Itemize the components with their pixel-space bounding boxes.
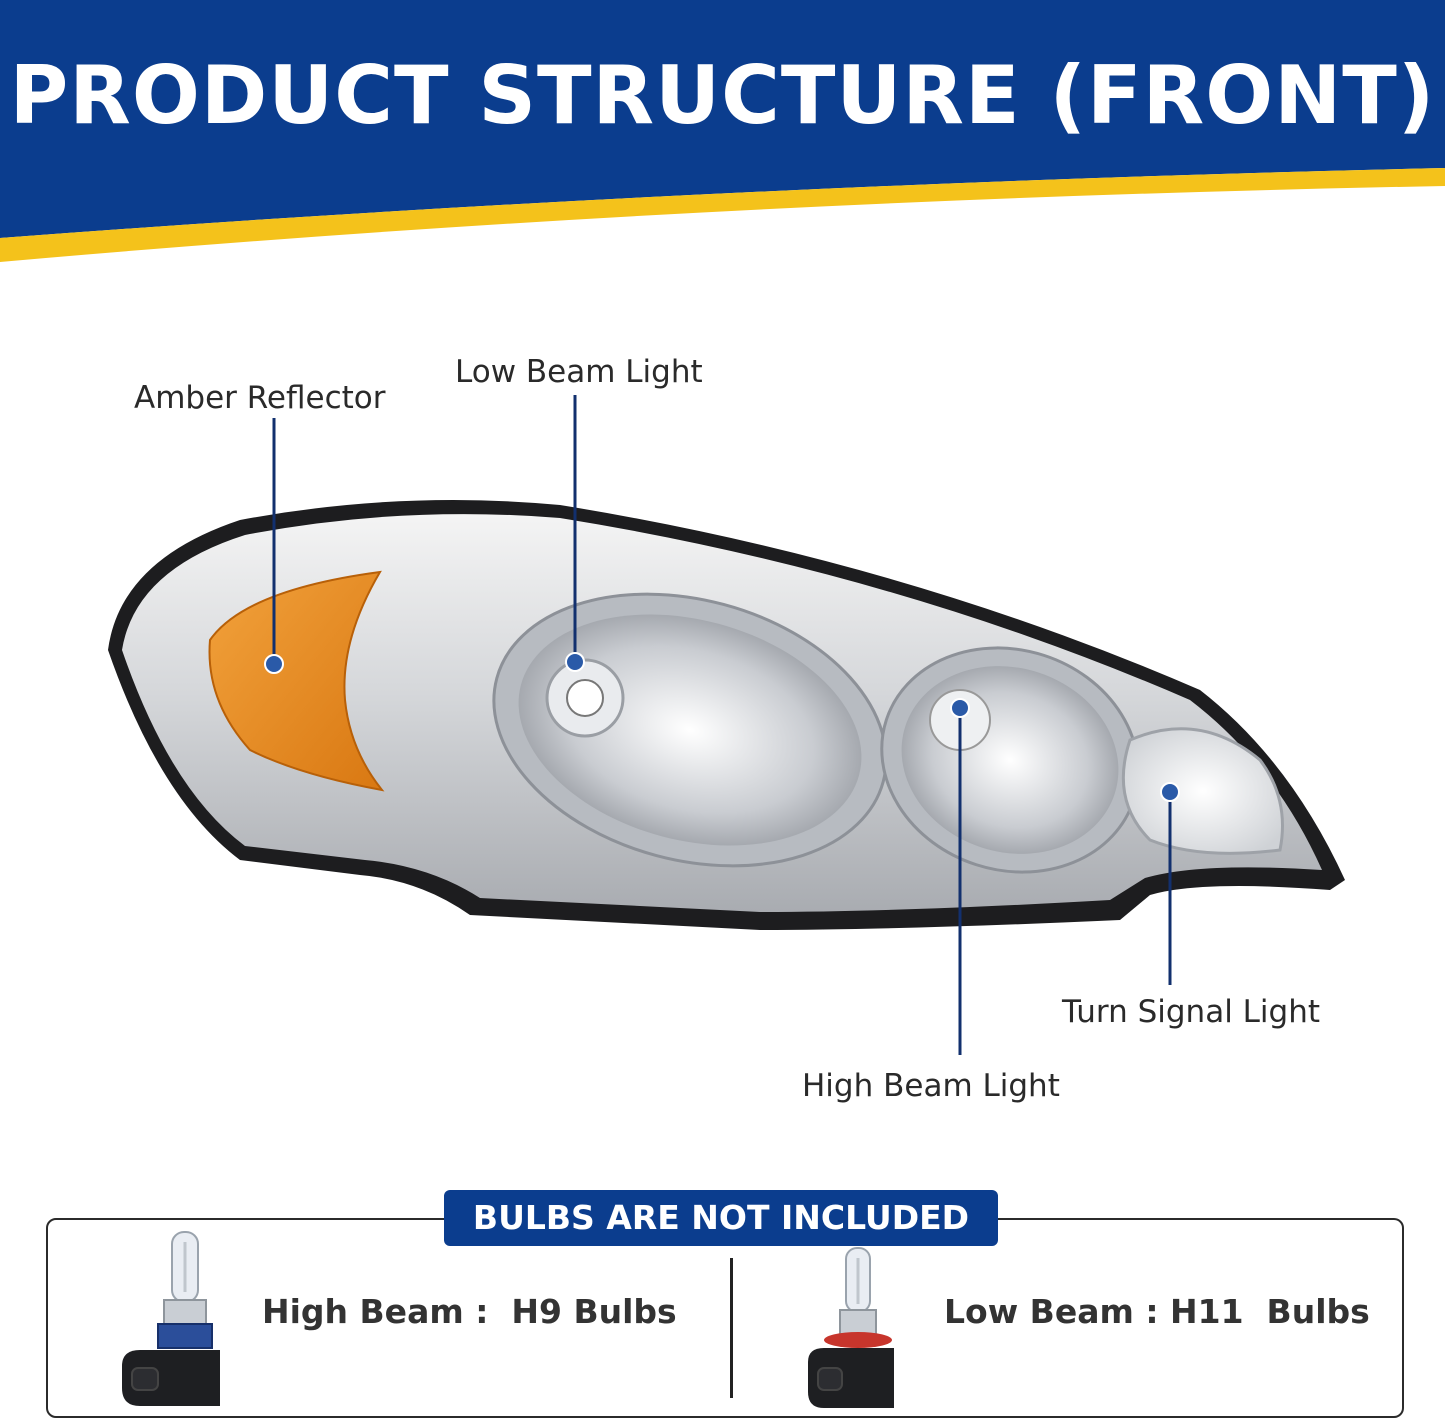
- amber-reflector-label: Amber Reflector: [134, 380, 386, 416]
- turn-signal-lens: [1121, 727, 1284, 855]
- page-title: PRODUCT STRUCTURE (FRONT): [9, 49, 1436, 142]
- high-beam-marker: [950, 698, 970, 718]
- high-beam-label: High Beam Light: [802, 1068, 1060, 1104]
- bulbs-not-included-badge: BULBS ARE NOT INCLUDED: [444, 1190, 998, 1246]
- low-beam-bulb-label: Low Beam : H11 Bulbs: [944, 1292, 1370, 1331]
- housing-body: [108, 500, 1345, 930]
- amber-reflector-marker: [264, 654, 284, 674]
- high-beam-bowl: [880, 646, 1140, 874]
- low-beam-label: Low Beam Light: [455, 354, 703, 390]
- panel-divider: [730, 1258, 733, 1398]
- h9-bulb-icon: [122, 1231, 220, 1406]
- low-beam-marker: [565, 652, 585, 672]
- low-beam-bowl: [492, 592, 888, 868]
- banner-background: [0, 0, 1445, 262]
- turn-signal-label: Turn Signal Light: [1062, 994, 1321, 1030]
- high-beam-bulb-label: High Beam : H9 Bulbs: [262, 1292, 677, 1331]
- bulbs-panel: [46, 1218, 1404, 1418]
- turn-signal-marker: [1160, 782, 1180, 802]
- title-banner: PRODUCT STRUCTURE (FRONT): [0, 0, 1445, 270]
- amber-reflector-lens: [208, 570, 385, 792]
- h11-bulb-icon: [808, 1247, 894, 1408]
